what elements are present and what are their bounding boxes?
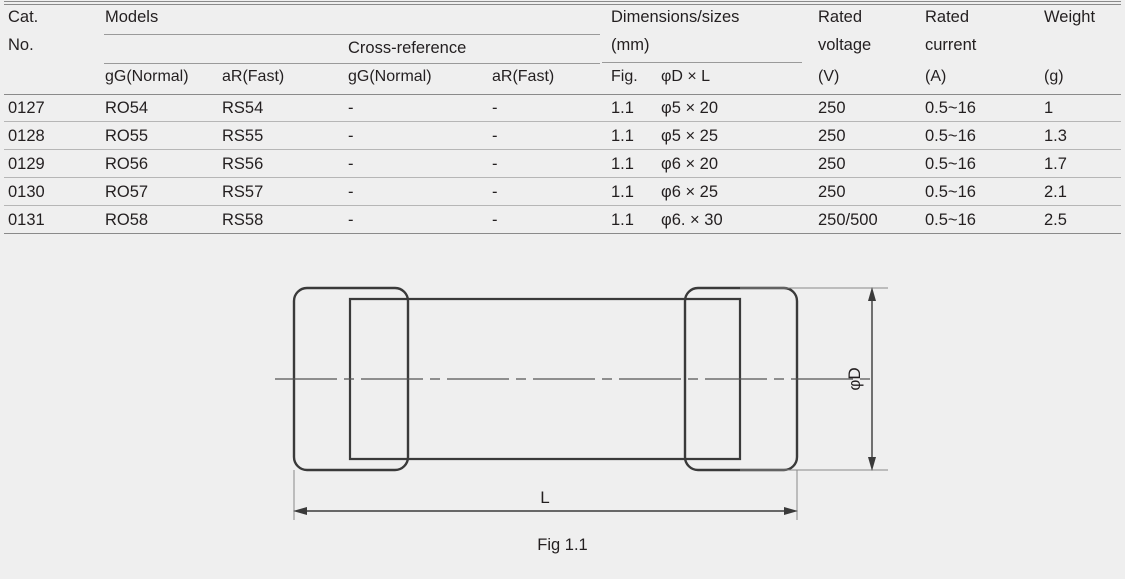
row-separator [4,177,1121,178]
cell-cross-gg: - [348,127,354,145]
cell-cross-ar: - [492,127,498,145]
cell-rated-current: 0.5~16 [925,183,976,201]
cell-fig: 1.1 [611,99,634,117]
header-cross-reference: Cross-reference [348,39,467,57]
cell-models-gg: RO54 [105,99,149,117]
header-rated-current-line2: current [925,36,977,54]
cell-dimensions: φ6. × 30 [661,211,723,229]
cell-models-gg: RO57 [105,183,149,201]
cell-cat-no: 0131 [8,211,45,229]
fuse-drawing: φD L [275,286,888,520]
row-separator [4,205,1121,206]
cell-dimensions: φ5 × 25 [661,127,719,145]
cell-rated-current: 0.5~16 [925,99,976,117]
cell-cat-no: 0128 [8,127,45,145]
header-bottom-rule [4,94,1121,95]
cell-fig: 1.1 [611,155,634,173]
cell-cat-no: 0130 [8,183,45,201]
table-top-rule-outer [4,1,1121,2]
cell-models-ar: RS55 [222,127,264,145]
cell-cross-ar: - [492,211,498,229]
row-separator [4,149,1121,150]
cell-fig: 1.1 [611,211,634,229]
cell-dimensions: φ6 × 20 [661,155,719,173]
cell-rated-voltage: 250 [818,155,846,173]
cell-cross-gg: - [348,211,354,229]
arrow-left-icon [293,507,307,515]
row-separator [4,121,1121,122]
subheader-fig: Fig. [611,68,638,85]
cell-models-ar: RS57 [222,183,264,201]
fuse-body-tube [348,297,742,461]
cell-rated-current: 0.5~16 [925,211,976,229]
header-rated-voltage-line1: Rated [818,8,863,26]
cell-rated-voltage: 250 [818,99,846,117]
cell-models-ar: RS54 [222,99,264,117]
cell-cross-ar: - [492,99,498,117]
subheader-current-unit: (A) [925,68,947,85]
cell-rated-voltage: 250 [818,183,846,201]
cell-cross-gg: - [348,99,354,117]
models-group-rule [104,34,600,35]
row-separator [4,233,1121,234]
cell-fig: 1.1 [611,183,634,201]
cell-dimensions: φ5 × 20 [661,99,719,117]
cell-weight: 1.7 [1044,155,1067,173]
subheader-models-gg: gG(Normal) [105,68,189,85]
cell-models-ar: RS56 [222,155,264,173]
header-cat-no-line1: Cat. [8,8,39,26]
cell-rated-current: 0.5~16 [925,155,976,173]
specification-table: Cat. No. Models Cross-reference Dimensio… [0,0,1125,240]
cell-models-gg: RO56 [105,155,149,173]
cell-weight: 1 [1044,99,1054,117]
cell-weight: 2.5 [1044,211,1067,229]
header-dimensions-line2: (mm) [611,36,650,54]
cell-models-gg: RO55 [105,127,149,145]
arrow-right-icon [784,507,798,515]
cell-cross-gg: - [348,155,354,173]
cell-models-gg: RO58 [105,211,149,229]
cell-rated-voltage: 250 [818,127,846,145]
fuse-dimension-figure: φD L Fig 1.1 [0,240,1125,579]
subheader-voltage-unit: (V) [818,68,840,85]
figure-caption: Fig 1.1 [537,536,588,554]
cell-weight: 2.1 [1044,183,1067,201]
cell-rated-voltage: 250/500 [818,211,878,229]
cell-cat-no: 0129 [8,155,45,173]
header-weight: Weight [1044,8,1096,26]
cell-weight: 1.3 [1044,127,1067,145]
cell-cat-no: 0127 [8,99,45,117]
header-rated-voltage-line2: voltage [818,36,872,54]
header-rated-current-line1: Rated [925,8,970,26]
arrow-up-icon [868,287,876,301]
subheader-cross-ar: aR(Fast) [492,68,555,85]
cell-dimensions: φ6 × 25 [661,183,719,201]
cell-fig: 1.1 [611,127,634,145]
arrow-down-icon [868,457,876,471]
table-top-rule-inner [4,4,1121,5]
cell-cross-ar: - [492,183,498,201]
subheader-models-ar: aR(Fast) [222,68,285,85]
subheader-cross-gg: gG(Normal) [348,68,432,85]
cell-cross-gg: - [348,183,354,201]
header-models: Models [105,8,159,26]
header-dimensions-line1: Dimensions/sizes [611,8,740,26]
dimensions-group-rule [602,62,802,63]
length-label: L [540,488,549,507]
subheader-diameter-length: φD × L [661,68,711,85]
header-cat-no-line2: No. [8,36,34,54]
subheader-weight-unit: (g) [1044,68,1064,85]
cell-models-ar: RS58 [222,211,264,229]
models-subheader-rule [104,63,600,64]
cell-cross-ar: - [492,155,498,173]
cell-rated-current: 0.5~16 [925,127,976,145]
diameter-label: φD [845,367,864,390]
